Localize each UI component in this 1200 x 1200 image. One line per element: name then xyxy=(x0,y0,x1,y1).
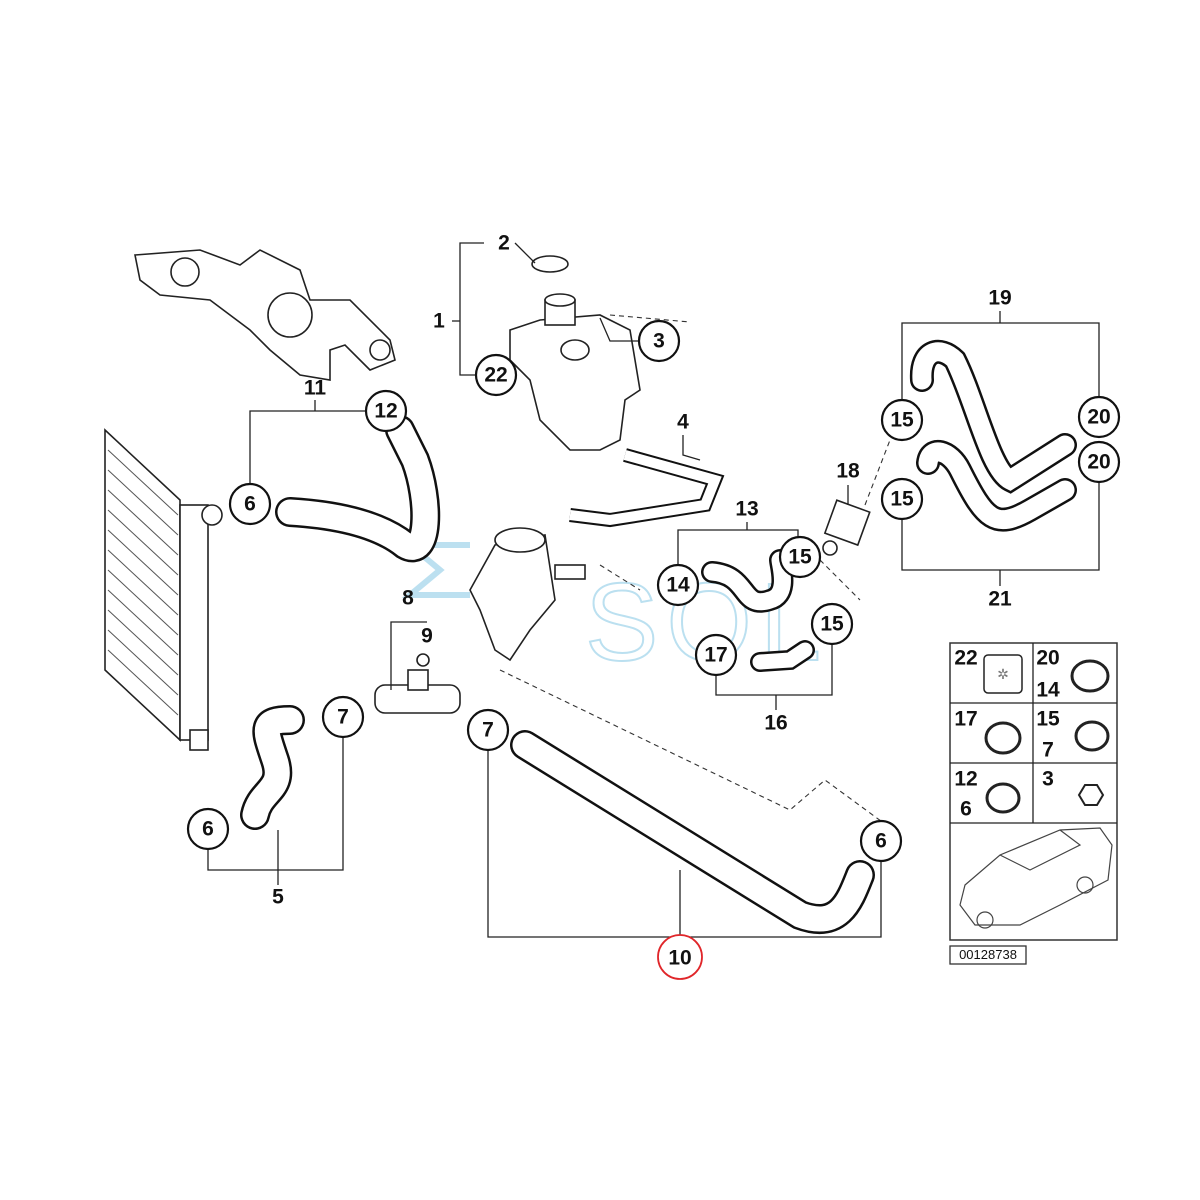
callout-15[interactable]: 15 xyxy=(778,535,822,579)
svg-text:22: 22 xyxy=(484,364,507,387)
callout-22[interactable]: 22 xyxy=(474,353,518,397)
callout-8[interactable]: 8 xyxy=(402,587,414,610)
legend-panel: 22 ✲ 20 14 17 15 7 12 6 3 xyxy=(949,642,1118,965)
callout-19[interactable]: 19 xyxy=(988,287,1011,310)
svg-text:14: 14 xyxy=(666,574,690,597)
svg-text:12: 12 xyxy=(954,768,977,791)
svg-text:3: 3 xyxy=(1042,768,1054,791)
svg-text:15: 15 xyxy=(820,613,844,636)
svg-text:20: 20 xyxy=(1087,451,1110,474)
svg-text:17: 17 xyxy=(704,644,727,667)
legend-cell-3: 3 xyxy=(1042,768,1105,806)
callout-16[interactable]: 16 xyxy=(764,712,787,735)
callout-11[interactable]: 11 xyxy=(304,377,327,400)
hose-clamp-icon xyxy=(984,721,1022,755)
svg-text:15: 15 xyxy=(890,409,914,432)
expansion-tank xyxy=(509,255,641,451)
callout-17[interactable]: 17 xyxy=(694,633,738,677)
svg-text:6: 6 xyxy=(875,830,887,853)
svg-text:6: 6 xyxy=(244,493,256,516)
callout-6[interactable]: 6 xyxy=(228,482,272,526)
callout-15[interactable]: 15 xyxy=(880,398,924,442)
legend-cell-17: 17 xyxy=(954,708,1022,755)
svg-text:7: 7 xyxy=(1042,739,1054,762)
callout-20[interactable]: 20 xyxy=(1077,440,1121,484)
svg-text:15: 15 xyxy=(1036,708,1060,731)
callout-18[interactable]: 18 xyxy=(836,460,860,483)
svg-text:6: 6 xyxy=(960,798,972,821)
sticker-icon xyxy=(983,654,1023,694)
callout-9[interactable]: 9 xyxy=(421,625,433,648)
callout-10-highlighted[interactable]: 10 xyxy=(657,934,703,980)
legend-cell-15-7: 15 7 xyxy=(1036,708,1110,762)
svg-text:20: 20 xyxy=(1036,647,1059,670)
callout-15[interactable]: 15 xyxy=(810,602,854,646)
svg-text:6: 6 xyxy=(202,818,214,841)
callout-12[interactable]: 12 xyxy=(364,389,408,433)
svg-text:7: 7 xyxy=(337,706,349,729)
svg-text:3: 3 xyxy=(653,330,665,353)
callout-14[interactable]: 14 xyxy=(656,563,700,607)
svg-text:7: 7 xyxy=(482,719,494,742)
svg-text:22: 22 xyxy=(954,647,977,670)
legend-cell-20-14: 20 14 xyxy=(1036,647,1110,702)
hoses xyxy=(240,339,1077,934)
legend-cell-22: 22 ✲ xyxy=(954,647,1023,694)
callout-3[interactable]: 3 xyxy=(637,319,681,363)
callout-6[interactable]: 6 xyxy=(186,807,230,851)
water-pump xyxy=(134,249,396,381)
svg-text:10: 10 xyxy=(668,947,691,970)
callout-7[interactable]: 7 xyxy=(321,695,365,739)
callout-6[interactable]: 6 xyxy=(859,819,903,863)
callout-21[interactable]: 21 xyxy=(988,588,1012,611)
callout-5[interactable]: 5 xyxy=(272,886,284,909)
callout-13[interactable]: 13 xyxy=(735,498,758,521)
thermostat-housing xyxy=(469,527,586,662)
leader-lines xyxy=(207,242,1100,938)
svg-text:15: 15 xyxy=(890,488,914,511)
valve xyxy=(822,499,871,556)
radiator xyxy=(104,428,223,751)
hex-nut-icon xyxy=(1077,784,1105,806)
svg-text:17: 17 xyxy=(954,708,977,731)
svg-text:12: 12 xyxy=(374,400,397,423)
legend-cell-12-6: 12 6 xyxy=(954,768,1021,821)
hose-clamp-icon xyxy=(985,782,1021,814)
svg-text:✲: ✲ xyxy=(997,666,1009,682)
callout-2[interactable]: 2 xyxy=(498,232,510,255)
spring-clamp-icon xyxy=(1074,720,1110,752)
car-outline-icon xyxy=(959,827,1113,929)
svg-text:14: 14 xyxy=(1036,679,1060,702)
hose-clamp-icon xyxy=(1070,659,1110,693)
t-piece-connector xyxy=(374,653,461,714)
callout-1[interactable]: 1 xyxy=(433,310,445,333)
diagram-number: 00128738 xyxy=(959,947,1017,962)
callout-20[interactable]: 20 xyxy=(1077,395,1121,439)
callout-4[interactable]: 4 xyxy=(677,411,689,434)
callouts: 3 22 12 6 15 20 20 15 14 15 15 17 7 7 6 … xyxy=(186,232,1121,980)
svg-text:20: 20 xyxy=(1087,406,1110,429)
callout-7[interactable]: 7 xyxy=(466,708,510,752)
svg-text:15: 15 xyxy=(788,546,812,569)
callout-15[interactable]: 15 xyxy=(880,477,924,521)
